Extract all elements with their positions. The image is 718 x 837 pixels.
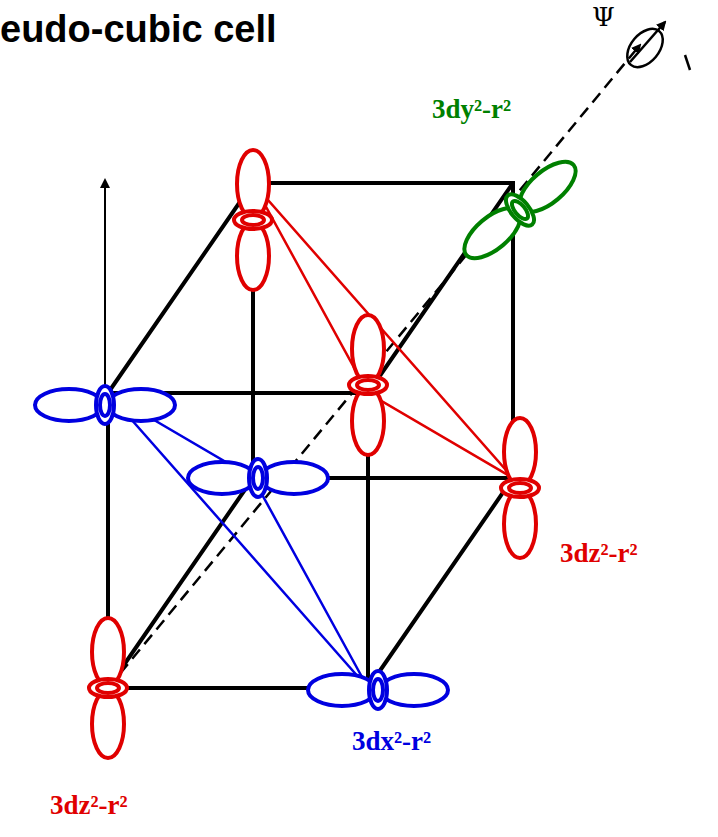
orbital-label: 3dz²-r²: [50, 790, 128, 821]
orbital-label: 3dz²-r²: [560, 538, 638, 569]
orbital-label: 3dx²-r²: [352, 726, 431, 757]
orbital-label: 3dy²-r²: [432, 94, 511, 125]
title: eudo-cubic cell: [0, 8, 277, 51]
wave-symbol: Ψ: [592, 2, 615, 32]
